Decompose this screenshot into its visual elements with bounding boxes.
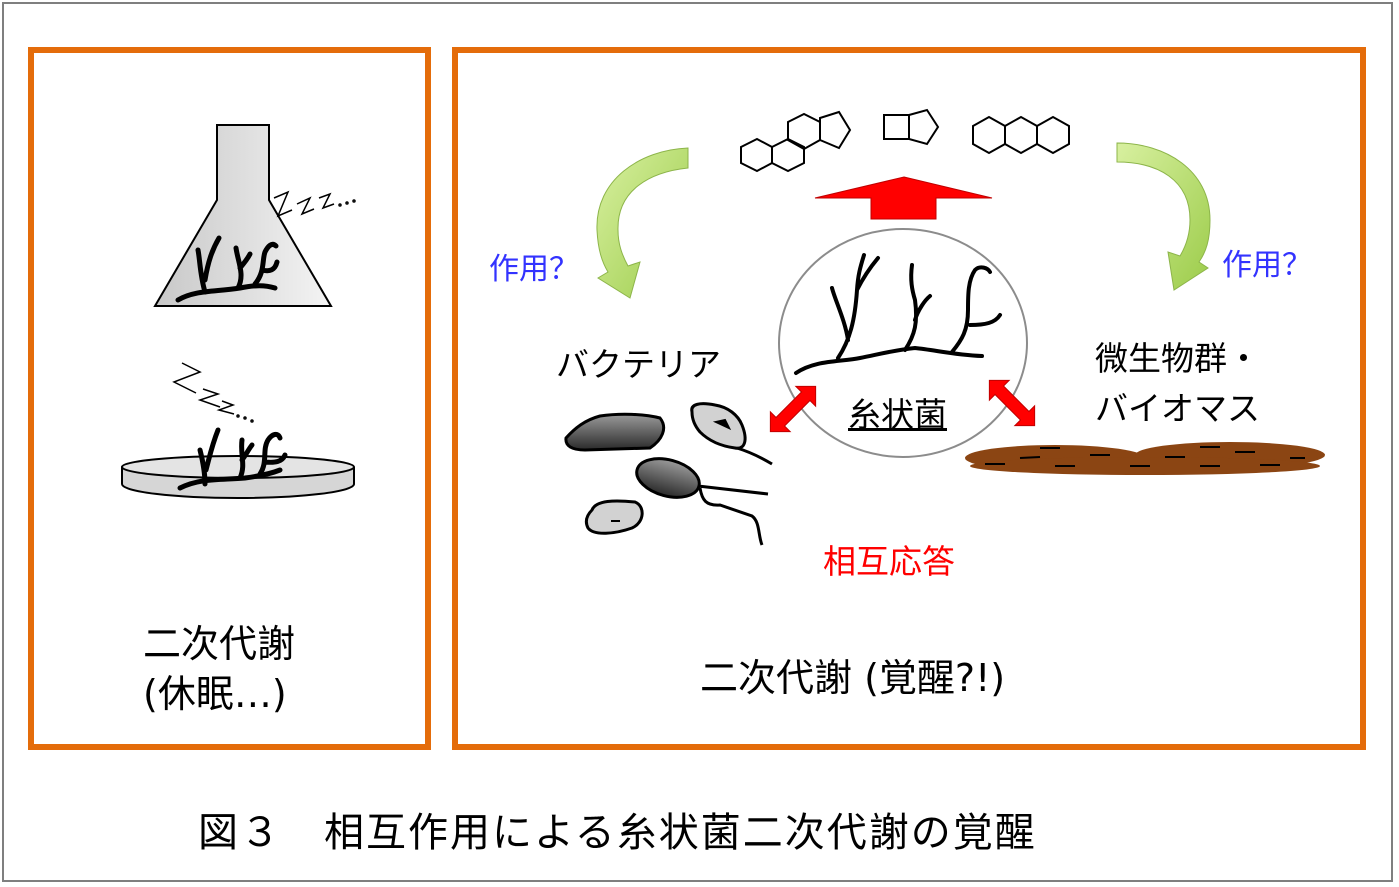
awakened-title: 二次代謝 (覚醒?!) [700,656,1006,700]
biomass-label-line1: 微生物群・ [1095,339,1260,378]
hyphae-on-dish-icon [177,427,288,491]
left-effect-label: 作用？ [489,252,579,287]
zzz-flask-icon [273,190,356,218]
dormant-title-line1: 二次代謝 [143,622,296,666]
right-effect-label: 作用？ [1222,248,1312,283]
biomass-label-line2: バイオマス [1095,389,1260,428]
bicyclic-structure-icon [883,108,940,146]
biomass-icon [965,442,1325,475]
steroid-structure-icon [740,110,852,173]
green-curved-arrow-right-icon [1116,142,1211,291]
fungus-label: 糸状菌 [848,395,947,434]
figure-caption: 図３ 相互作用による糸状菌二次代謝の覚醒 [198,810,1037,856]
interaction-label: 相互応答 [823,542,955,581]
zzz-dish-icon [172,362,254,423]
interaction-arrow-right-icon [988,379,1036,427]
fungus-hyphae-icon [794,253,1002,375]
bacteria-label: バクテリア [556,345,721,384]
dormant-title-line2: (休眠…) [143,672,287,716]
red-up-arrow-icon [814,176,993,220]
fungus-circle [778,228,1028,458]
bacteria-icon [564,402,773,546]
green-curved-arrow-left-icon [596,147,689,299]
hyphae-in-flask-icon [175,235,280,303]
tricyclic-structure-icon [972,115,1070,155]
interaction-arrow-left-icon [769,385,817,433]
